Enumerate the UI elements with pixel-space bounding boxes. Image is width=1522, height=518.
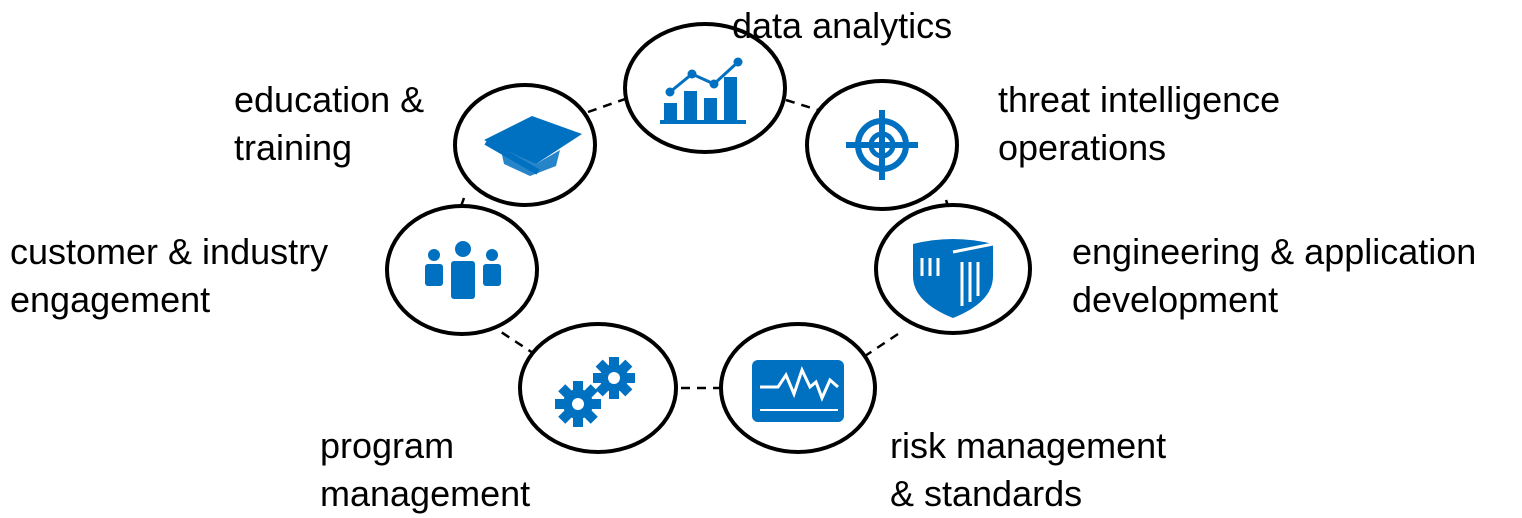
label-line: education & (234, 79, 425, 120)
node-label-threat-intelligence: threat intelligence operations (998, 76, 1280, 172)
label-line: operations (998, 127, 1167, 168)
node-risk-management (719, 322, 877, 454)
node-label-education: education & training (234, 76, 424, 172)
connector-education-analytics (587, 96, 629, 114)
connector-engineering-risk (861, 332, 899, 360)
node-engineering (874, 203, 1032, 335)
label-line: customer & industry (10, 231, 329, 272)
label-line: management (320, 473, 531, 514)
label-line: engineering & application (1072, 231, 1477, 272)
label-line: & standards (890, 473, 1083, 514)
node-label-program-management: program management (320, 422, 530, 518)
monitor-waveform-icon (752, 360, 844, 422)
connector-program-customer (497, 328, 537, 357)
node-data-analytics (623, 22, 787, 154)
node-label-data-analytics: data analytics (732, 2, 952, 50)
label-line: program (320, 425, 455, 466)
shield-icon (913, 239, 994, 318)
bar-chart-icon (660, 57, 746, 124)
mortarboard-icon (484, 116, 582, 176)
label-line: training (234, 127, 353, 168)
node-education (453, 83, 597, 207)
label-line: data analytics (732, 5, 953, 46)
node-program-management (518, 322, 678, 454)
target-crosshair-icon (846, 110, 918, 180)
label-line: risk management (890, 425, 1167, 466)
node-customer-engagement (385, 204, 539, 336)
connector-analytics-threat (785, 98, 819, 112)
node-threat-intelligence (805, 79, 959, 211)
node-label-risk-management: risk management & standards (890, 422, 1166, 518)
label-line: threat intelligence (998, 79, 1281, 120)
label-line: development (1072, 279, 1279, 320)
node-label-customer-engagement: customer & industry engagement (10, 228, 328, 324)
label-line: engagement (10, 279, 211, 320)
people-icon (425, 241, 501, 299)
node-label-engineering: engineering & application development (1072, 228, 1476, 324)
gears-icon (555, 357, 635, 427)
